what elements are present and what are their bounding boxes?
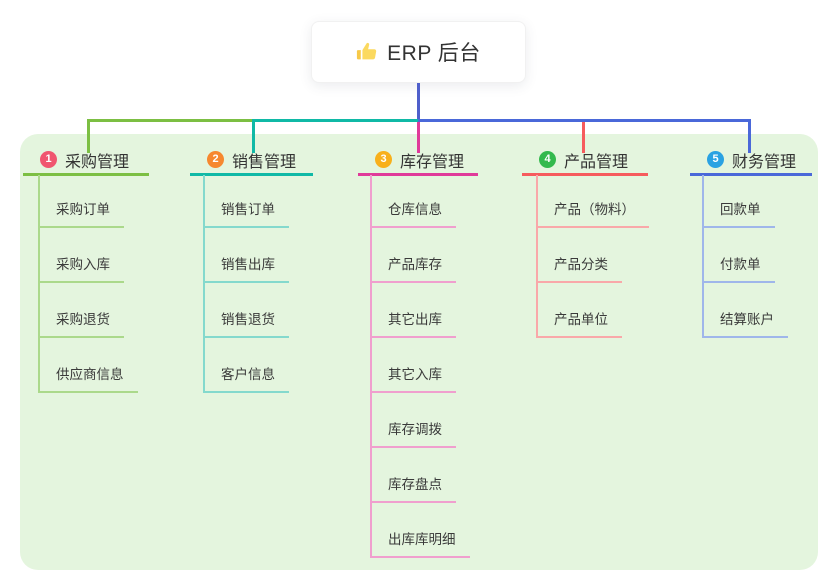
branch3-children-line: [370, 175, 372, 558]
branch-label: 销售管理: [232, 153, 297, 171]
branch-node-finance[interactable]: 5 财务管理: [690, 146, 812, 176]
branch-node-purchase[interactable]: 1 采购管理: [23, 146, 149, 176]
drop-branch2: [252, 119, 255, 153]
branch5-children-line: [702, 175, 704, 338]
child-node[interactable]: 产品单位: [536, 308, 622, 338]
child-node[interactable]: 采购退货: [38, 308, 124, 338]
branch-number-badge: 4: [539, 151, 556, 168]
branch1-children-line: [38, 175, 40, 393]
child-node-row: 付款单: [702, 228, 788, 283]
branch4-children-line: [536, 175, 538, 338]
branch-node-inventory[interactable]: 3 库存管理: [358, 146, 478, 176]
child-node-row: 采购退货: [38, 283, 138, 338]
child-node-row: 采购订单: [38, 173, 138, 228]
child-node[interactable]: 销售订单: [203, 198, 289, 228]
branch-label: 库存管理: [400, 153, 465, 171]
branch-number-badge: 3: [375, 151, 392, 168]
drop-branch5: [748, 119, 751, 153]
child-node[interactable]: 采购订单: [38, 198, 124, 228]
root-node[interactable]: ERP 后台: [311, 21, 526, 83]
root-label: ERP 后台: [387, 42, 481, 65]
child-node[interactable]: 库存调拨: [370, 418, 456, 448]
child-node[interactable]: 其它出库: [370, 308, 456, 338]
child-node-row: 供应商信息: [38, 338, 138, 393]
child-node-row: 销售订单: [203, 173, 289, 228]
child-node-row: 回款单: [702, 173, 788, 228]
branches-panel: [20, 134, 818, 570]
child-node[interactable]: 回款单: [702, 198, 775, 228]
child-node[interactable]: 仓库信息: [370, 198, 456, 228]
branch-number-badge: 1: [40, 151, 57, 168]
child-node-row: 出库库明细: [370, 503, 470, 558]
child-node[interactable]: 客户信息: [203, 363, 289, 393]
branch1-children: 采购订单 采购入库 采购退货 供应商信息: [38, 173, 138, 393]
branch5-children: 回款单 付款单 结算账户: [702, 173, 788, 338]
child-node[interactable]: 产品（物料）: [536, 198, 649, 228]
drop-branch3: [417, 122, 420, 153]
branch-label: 采购管理: [65, 153, 130, 171]
root-drop-line: [417, 83, 420, 121]
child-node-row: 仓库信息: [370, 173, 470, 228]
child-node-row: 产品分类: [536, 228, 649, 283]
branch-node-product[interactable]: 4 产品管理: [522, 146, 648, 176]
drop-branch4: [582, 122, 585, 153]
child-node[interactable]: 产品分类: [536, 253, 622, 283]
branch2-children-line: [203, 175, 205, 393]
branch-number-badge: 2: [207, 151, 224, 168]
child-node-row: 产品单位: [536, 283, 649, 338]
thumbs-up-icon: [356, 41, 378, 63]
child-node-row: 库存调拨: [370, 393, 470, 448]
drop-branch1: [87, 119, 90, 153]
child-node-row: 产品库存: [370, 228, 470, 283]
child-node[interactable]: 供应商信息: [38, 363, 138, 393]
child-node-row: 产品（物料）: [536, 173, 649, 228]
child-node-row: 销售出库: [203, 228, 289, 283]
child-node[interactable]: 出库库明细: [370, 528, 470, 558]
bus-segment-branch1: [87, 119, 255, 122]
child-node-row: 库存盘点: [370, 448, 470, 503]
branch-label: 财务管理: [732, 153, 797, 171]
child-node-row: 其它入库: [370, 338, 470, 393]
child-node[interactable]: 销售退货: [203, 308, 289, 338]
child-node[interactable]: 结算账户: [702, 308, 788, 338]
child-node[interactable]: 采购入库: [38, 253, 124, 283]
bus-segment-branch2: [253, 119, 421, 122]
child-node-row: 其它出库: [370, 283, 470, 338]
child-node[interactable]: 库存盘点: [370, 473, 456, 503]
child-node[interactable]: 产品库存: [370, 253, 456, 283]
branch4-children: 产品（物料） 产品分类 产品单位: [536, 173, 649, 338]
child-node-row: 销售退货: [203, 283, 289, 338]
child-node[interactable]: 付款单: [702, 253, 775, 283]
branch3-children: 仓库信息 产品库存 其它出库 其它入库 库存调拨 库存盘点 出库库明细: [370, 173, 470, 558]
child-node-row: 采购入库: [38, 228, 138, 283]
branch-number-badge: 5: [707, 151, 724, 168]
branch2-children: 销售订单 销售出库 销售退货 客户信息: [203, 173, 289, 393]
child-node-row: 结算账户: [702, 283, 788, 338]
child-node[interactable]: 销售出库: [203, 253, 289, 283]
child-node[interactable]: 其它入库: [370, 363, 456, 393]
branch-node-sales[interactable]: 2 销售管理: [190, 146, 313, 176]
branch-label: 产品管理: [564, 153, 629, 171]
bus-segment-branch5: [418, 119, 751, 122]
child-node-row: 客户信息: [203, 338, 289, 393]
